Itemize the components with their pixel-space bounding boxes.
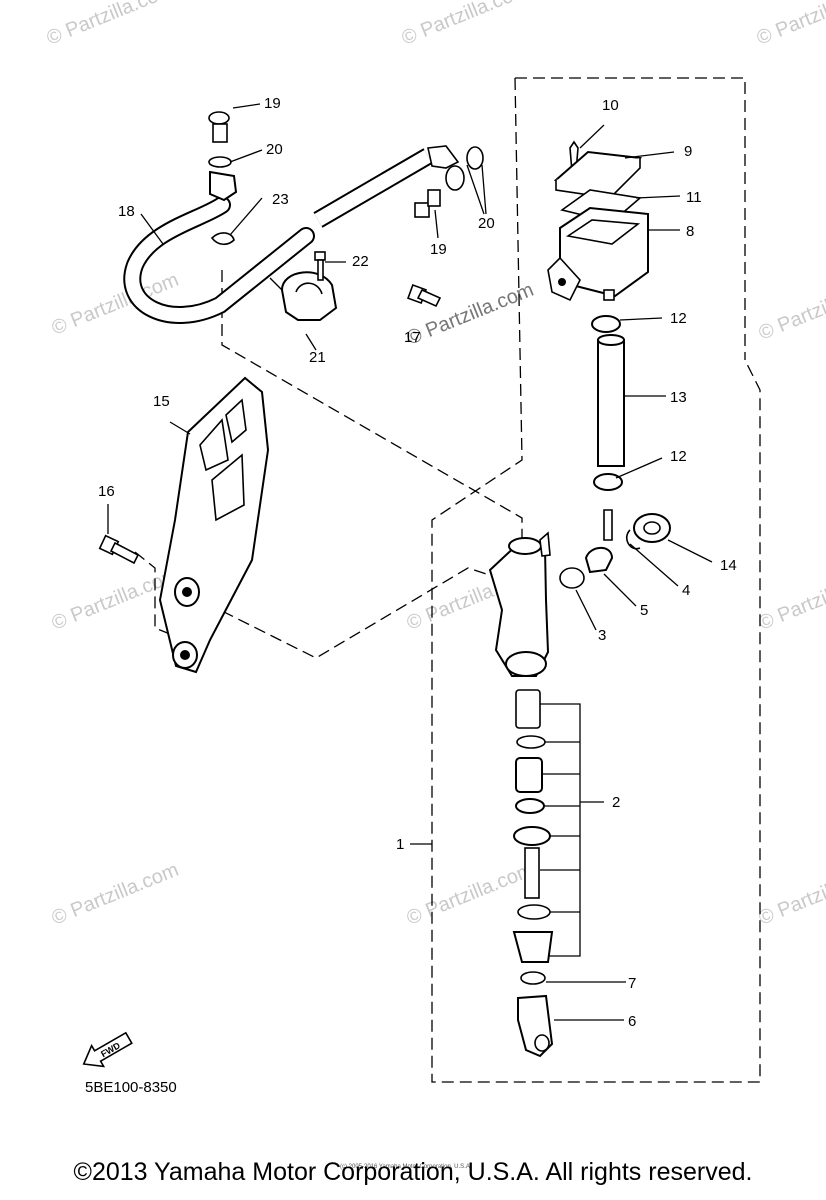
grommet-14 xyxy=(625,513,671,550)
reservoir-hose-13 xyxy=(591,315,625,491)
watermarks: © Partzilla.com © Partzilla.com © Partzi… xyxy=(44,0,826,930)
master-cylinder-body xyxy=(488,509,614,677)
callouts: 19 20 23 18 22 21 20 19 17 10 9 11 8 12 … xyxy=(98,95,737,1030)
callout-8: 8 xyxy=(686,223,694,240)
assembly-boundary-main xyxy=(431,77,761,1083)
watermark-text: © Partzilla.com xyxy=(404,859,537,930)
small-credit: (c) 2005-2016 Yamaha Motor Corporation, … xyxy=(340,1164,472,1170)
copyright-notice: ©2013 Yamaha Motor Corporation, U.S.A. A… xyxy=(73,1158,753,1186)
callout-20: 20 xyxy=(266,141,283,158)
callout-4: 4 xyxy=(682,582,690,599)
watermark-text: © Partzilla.com xyxy=(754,0,826,50)
hose-holder-21 xyxy=(280,251,338,321)
watermark-text: © Partzilla.com xyxy=(44,0,177,50)
callout-19: 19 xyxy=(264,95,281,112)
callout-15: 15 xyxy=(153,393,170,410)
watermark-text: © Partzilla.com xyxy=(756,564,826,635)
watermark-text: © Partzilla.com xyxy=(756,274,826,345)
reservoir-assembly xyxy=(547,140,649,302)
callout-23: 23 xyxy=(272,191,289,208)
diagram-code: 5BE100-8350 xyxy=(85,1079,177,1096)
leader-lines xyxy=(107,103,713,1021)
clip-23 xyxy=(210,232,235,246)
callout-1: 1 xyxy=(396,836,404,853)
assembly-boundary-upper xyxy=(515,77,746,360)
callout-20: 20 xyxy=(478,215,495,232)
callout-10: 10 xyxy=(602,97,619,114)
internal-parts-stack xyxy=(512,689,554,1058)
callout-2: 2 xyxy=(612,794,620,811)
bolt-17 xyxy=(407,284,442,308)
brake-shield xyxy=(158,376,270,674)
callout-3: 3 xyxy=(598,627,606,644)
callout-17: 17 xyxy=(404,329,421,346)
callout-22: 22 xyxy=(352,253,369,270)
callout-9: 9 xyxy=(684,143,692,160)
watermark-text: © Partzilla.com xyxy=(399,0,532,50)
bolt-16 xyxy=(98,534,140,565)
callout-11: 11 xyxy=(686,189,702,206)
fwd-arrow-icon: FWD xyxy=(82,1031,133,1068)
callout-7: 7 xyxy=(628,975,636,992)
callout-12: 12 xyxy=(670,310,687,327)
callout-18: 18 xyxy=(118,203,135,220)
callout-16: 16 xyxy=(98,483,115,500)
callout-13: 13 xyxy=(670,389,687,406)
callout-14: 14 xyxy=(720,557,737,574)
watermark-text: © Partzilla.com xyxy=(49,859,182,930)
union-bolt-19 xyxy=(208,111,238,202)
callout-6: 6 xyxy=(628,1013,636,1030)
reservoir-hose xyxy=(123,145,460,324)
callout-5: 5 xyxy=(640,602,648,619)
watermark-text: © Partzilla.com xyxy=(756,859,826,930)
callout-19: 19 xyxy=(430,241,447,258)
union-bolt-19-right xyxy=(414,146,484,218)
callout-21: 21 xyxy=(309,349,326,366)
callout-12: 12 xyxy=(670,448,687,465)
